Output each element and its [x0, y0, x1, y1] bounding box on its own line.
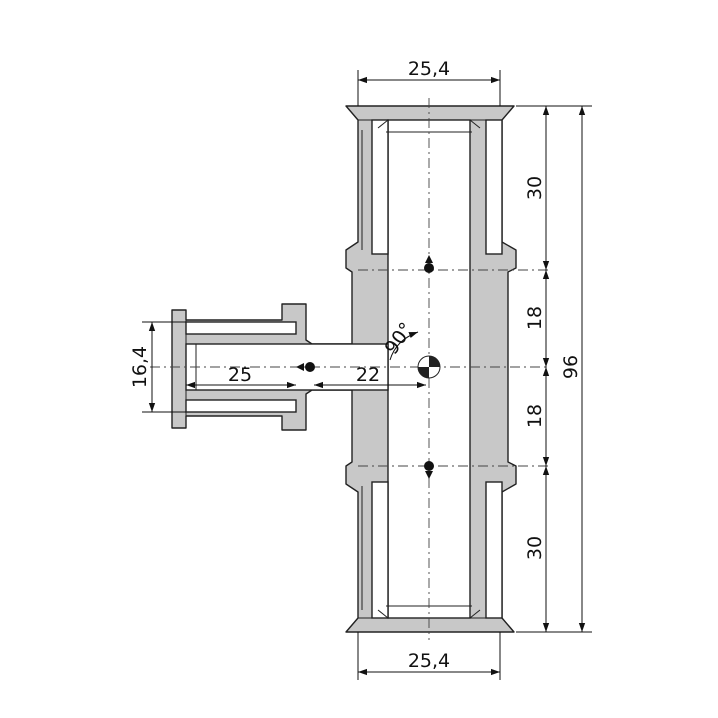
upper-right-socket-groove: [485, 119, 503, 255]
tee-body: [171, 105, 517, 633]
branch-origin-marker-icon: [296, 362, 315, 372]
mouth-edges: [358, 119, 502, 619]
lower-left-socket-groove: [371, 481, 389, 619]
branch-length-outer-label: 25: [228, 364, 252, 386]
lower-right-socket-groove: [485, 481, 503, 619]
total-height-label: 96: [560, 355, 582, 379]
center-lines: [150, 98, 548, 640]
mouth-chamfers: [377, 119, 481, 619]
branch-upper-socket-groove: [185, 321, 297, 335]
center-mark-icon: [417, 355, 441, 379]
branch-diameter-label: 16,4: [129, 346, 151, 388]
bottom-width-label: 25,4: [408, 650, 450, 672]
upper-origin-marker-icon: [424, 255, 434, 273]
dim-top-width: 25,4: [357, 58, 501, 106]
top-width-label: 25,4: [408, 58, 450, 80]
upper-left-socket-groove: [371, 119, 389, 255]
dim-bottom-width: 25,4: [357, 632, 501, 680]
lower-center-offset-label: 18: [524, 404, 546, 428]
dim-branch-diameter: 16,4: [129, 321, 186, 413]
upper-socket-depth-label: 30: [524, 176, 546, 200]
branch-length-inner-label: 22: [356, 364, 380, 386]
upper-center-offset-label: 18: [524, 306, 546, 330]
branch-lower-socket-groove: [185, 399, 297, 413]
lower-socket-depth-label: 30: [524, 536, 546, 560]
dim-total-height: 96: [556, 105, 592, 633]
dim-branch-lengths: 25 22: [186, 364, 426, 389]
dim-right-chain: 30 18 18 30: [516, 105, 556, 633]
lower-origin-marker-icon: [424, 461, 434, 479]
